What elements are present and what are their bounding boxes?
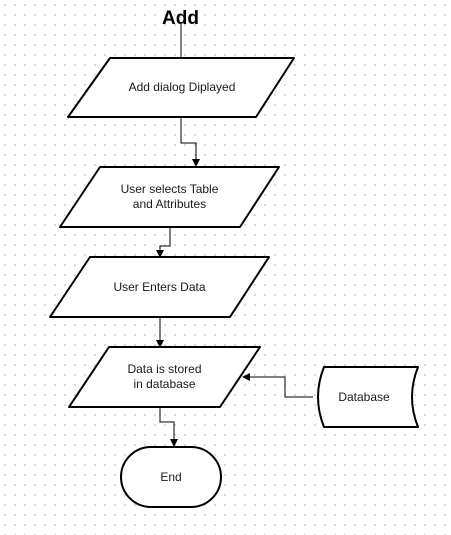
connector-dialog-to-select <box>180 117 200 167</box>
node-label-data-stored: Data is stored in database <box>127 362 202 391</box>
node-label-user-selects-table: User selects Table and Attributes <box>120 182 219 211</box>
connector-select-to-enter <box>156 227 171 258</box>
parallelogram-add-dialog-displayed <box>67 57 295 118</box>
node-label-add-dialog: Add dialog Diplayed <box>128 80 236 94</box>
stored-data-database <box>317 366 419 428</box>
parallelogram-data-stored <box>68 346 261 408</box>
connector-database-to-store <box>242 373 313 398</box>
parallelogram-user-selects-table <box>59 166 280 228</box>
node-label-end: End <box>160 469 182 484</box>
parallelogram-user-enters-data <box>49 256 270 318</box>
node-label-database: Database <box>338 389 390 404</box>
node-label-user-enters-data: User Enters Data <box>113 279 206 294</box>
connector-store-to-end <box>159 407 178 447</box>
terminator-end <box>120 446 222 508</box>
diagram-title: Add <box>162 8 199 29</box>
